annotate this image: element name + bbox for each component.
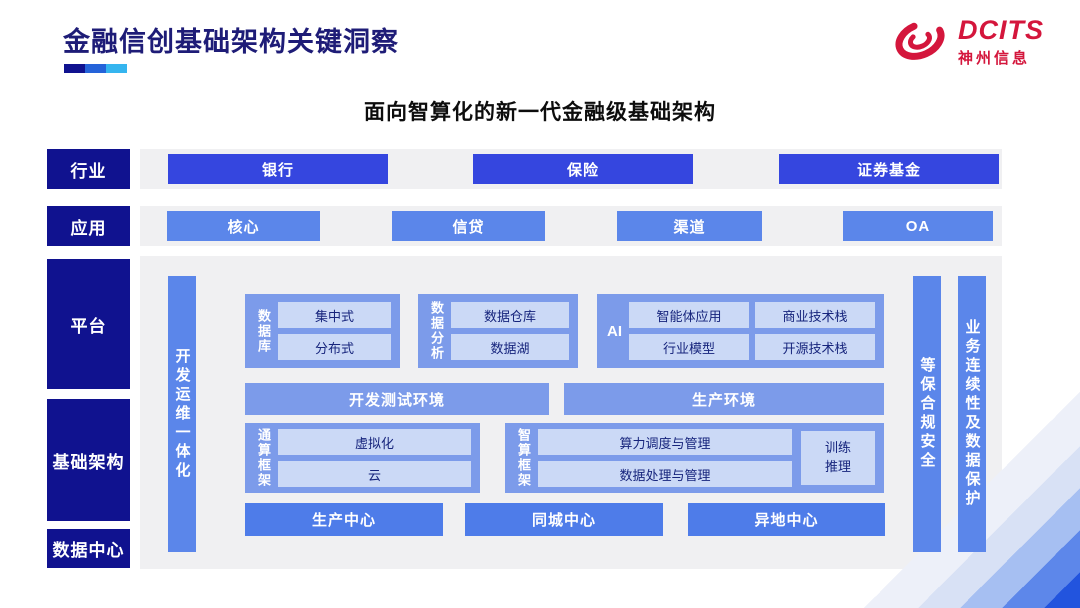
security-compliance-label: 等保合规安全 xyxy=(918,357,936,471)
underline-segment xyxy=(64,64,85,73)
center-same-city: 同城中心 xyxy=(465,503,663,536)
logo-company-text: 神州信息 xyxy=(958,50,1031,67)
title-underline xyxy=(64,64,127,73)
rail-label-platform: 平台 xyxy=(47,259,130,389)
underline-segment xyxy=(85,64,106,73)
application-row: 核心 信贷 渠道 OA xyxy=(140,206,1002,246)
chip-opensource-stack: 开源技术栈 xyxy=(755,334,875,360)
intelligent-compute-label: 智算框架 xyxy=(516,428,531,488)
rail-label-datacenter: 数据中心 xyxy=(47,529,130,568)
chip-training-inference: 训练推理 xyxy=(801,431,875,485)
chip-virtualization: 虚拟化 xyxy=(278,429,471,455)
analytics-group-label: 数据分析 xyxy=(429,301,444,361)
industry-box-securities: 证券基金 xyxy=(779,154,999,184)
chip-compute-scheduling: 算力调度与管理 xyxy=(538,429,792,455)
env-production: 生产环境 xyxy=(564,383,884,415)
chip-commercial-stack: 商业技术栈 xyxy=(755,302,875,328)
underline-segment xyxy=(106,64,127,73)
business-continuity-bar: 业务连续性及数据保护 xyxy=(958,276,986,552)
chip-data-lake: 数据湖 xyxy=(451,334,569,360)
chip-data-processing: 数据处理与管理 xyxy=(538,461,792,487)
chip-data-warehouse: 数据仓库 xyxy=(451,302,569,328)
logo-brand-text: DCITS xyxy=(958,15,1044,45)
database-group: 数据库 集中式 分布式 xyxy=(245,294,400,368)
database-group-label: 数据库 xyxy=(256,308,271,354)
industry-box-insurance: 保险 xyxy=(473,154,693,184)
rail-label-infrastructure: 基础架构 xyxy=(47,399,130,521)
chip-distributed: 分布式 xyxy=(278,334,391,360)
chip-cloud: 云 xyxy=(278,461,471,487)
devops-bar: 开发运维一体化 xyxy=(168,276,196,552)
chip-centralized: 集中式 xyxy=(278,302,391,328)
general-compute-group: 通算框架 虚拟化 云 xyxy=(245,423,480,493)
chip-industry-model: 行业模型 xyxy=(629,334,749,360)
rail-label-application: 应用 xyxy=(47,206,130,246)
swirl-icon xyxy=(891,16,949,69)
industry-row: 银行 保险 证券基金 xyxy=(140,149,1002,189)
analytics-group: 数据分析 数据仓库 数据湖 xyxy=(418,294,578,368)
general-compute-label: 通算框架 xyxy=(256,428,271,488)
center-remote: 异地中心 xyxy=(688,503,885,536)
business-continuity-label: 业务连续性及数据保护 xyxy=(963,319,981,509)
app-box-channel: 渠道 xyxy=(617,211,762,241)
devops-bar-label: 开发运维一体化 xyxy=(173,347,191,481)
app-box-oa: OA xyxy=(843,211,993,241)
company-logo: DCITS 神州信息 xyxy=(891,16,1044,69)
center-production: 生产中心 xyxy=(245,503,443,536)
page-title: 金融信创基础架构关键洞察 xyxy=(63,27,399,57)
rail-label-industry: 行业 xyxy=(47,149,130,189)
ai-group-label: AI xyxy=(607,322,622,340)
training-inference-label: 训练推理 xyxy=(825,440,852,474)
env-dev-test: 开发测试环境 xyxy=(245,383,549,415)
architecture-panel: 开发运维一体化 数据库 集中式 分布式 数据分析 数据仓库 数据湖 AI 智能体… xyxy=(140,256,1002,569)
diagram-title: 面向智算化的新一代金融级基础架构 xyxy=(364,101,716,124)
app-box-core: 核心 xyxy=(167,211,320,241)
ai-group: AI 智能体应用 商业技术栈 行业模型 开源技术栈 xyxy=(597,294,884,368)
security-compliance-bar: 等保合规安全 xyxy=(913,276,941,552)
app-box-credit: 信贷 xyxy=(392,211,545,241)
intelligent-compute-group: 智算框架 算力调度与管理 数据处理与管理 训练推理 xyxy=(505,423,884,493)
chip-agent-app: 智能体应用 xyxy=(629,302,749,328)
industry-box-bank: 银行 xyxy=(168,154,388,184)
